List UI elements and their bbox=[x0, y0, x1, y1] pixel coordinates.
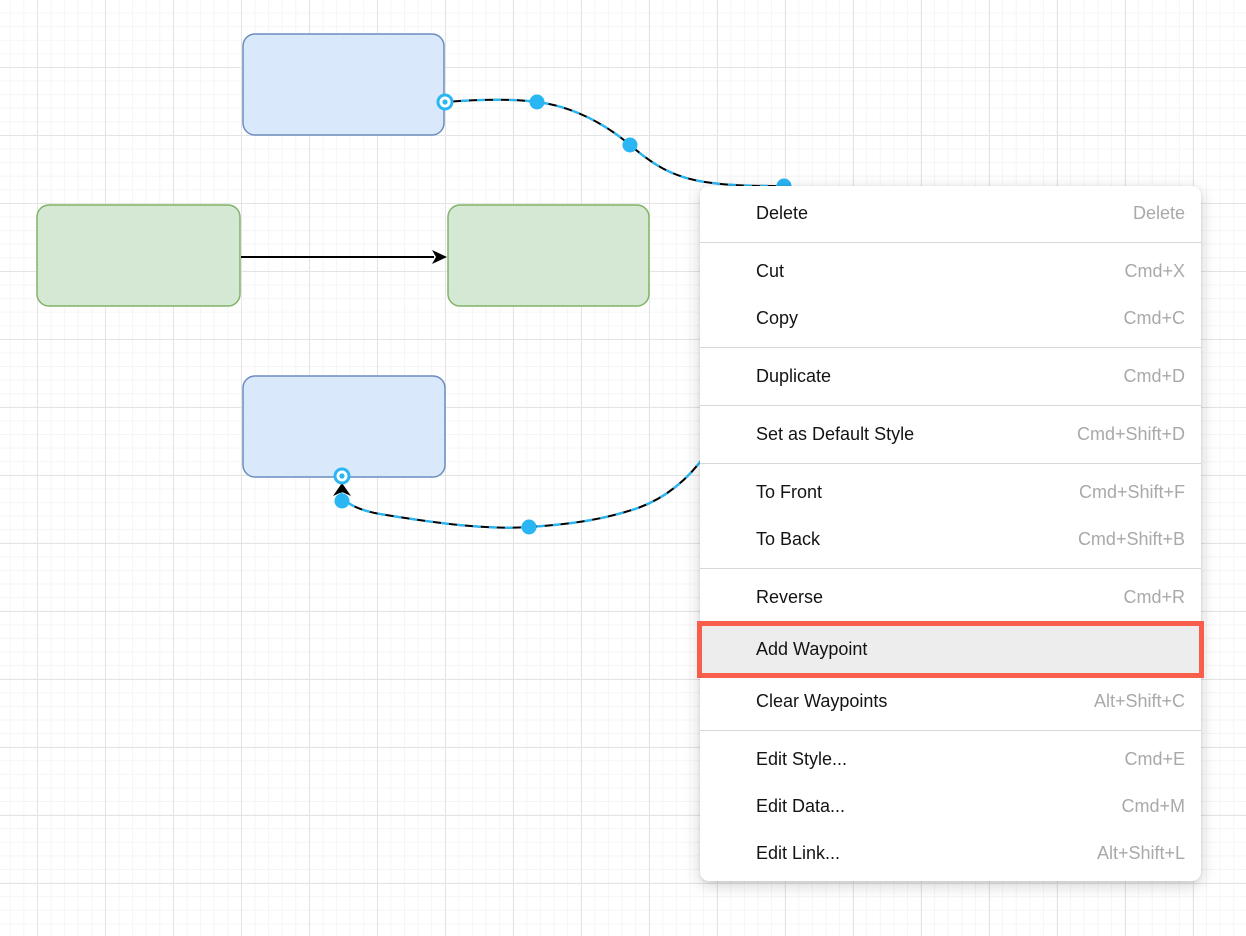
node-green-left[interactable] bbox=[36, 204, 241, 307]
menu-item-label: Add Waypoint bbox=[756, 639, 868, 659]
menu-item-shortcut: Delete bbox=[1132, 203, 1185, 223]
menu-item-label: Set as Default Style bbox=[756, 424, 915, 444]
context-menu: Delete Delete Cut Cmd+X Copy Cmd+C Dupli… bbox=[697, 186, 1204, 881]
menu-item-cut[interactable]: Cut Cmd+X bbox=[700, 248, 1201, 295]
arrowhead bbox=[432, 250, 447, 264]
edge-top-selection-highlight[interactable] bbox=[444, 98, 785, 188]
menu-item-shortcut: Cmd+Shift+D bbox=[1076, 424, 1185, 444]
menu-item-label: Edit Data... bbox=[756, 796, 846, 816]
waypoint-handle[interactable] bbox=[529, 94, 545, 110]
menu-item-shortcut: Cmd+Shift+B bbox=[1077, 529, 1185, 549]
menu-item-label: Clear Waypoints bbox=[756, 691, 888, 711]
menu-item-shortcut: Cmd+C bbox=[1123, 308, 1185, 328]
menu-item-edit-link[interactable]: Edit Link... Alt+Shift+L bbox=[700, 830, 1201, 877]
menu-item-label: Cut bbox=[756, 261, 785, 281]
menu-item-shortcut: Cmd+R bbox=[1123, 587, 1185, 607]
menu-item-shortcut: Cmd+M bbox=[1121, 796, 1185, 816]
menu-separator bbox=[700, 730, 1201, 731]
arrowhead bbox=[333, 483, 351, 496]
menu-separator bbox=[700, 463, 1201, 464]
edge-endpoint-handle-dot bbox=[339, 473, 345, 479]
menu-item-shortcut: Alt+Shift+C bbox=[1093, 691, 1185, 711]
menu-separator bbox=[700, 347, 1201, 348]
menu-item-clear-waypoints[interactable]: Clear Waypoints Alt+Shift+C bbox=[700, 678, 1201, 725]
menu-item-label: To Front bbox=[756, 482, 823, 502]
menu-item-label: To Back bbox=[756, 529, 821, 549]
waypoint-handle[interactable] bbox=[521, 519, 537, 535]
menu-item-label: Edit Style... bbox=[756, 749, 848, 769]
node-green-right[interactable] bbox=[447, 204, 650, 307]
edge-endpoint-handle-dot bbox=[442, 99, 448, 105]
menu-item-add-waypoint[interactable]: Add Waypoint bbox=[697, 621, 1204, 678]
edge-bottom-selection-highlight[interactable] bbox=[340, 453, 707, 529]
menu-separator bbox=[700, 568, 1201, 569]
menu-item-shortcut: Cmd+E bbox=[1124, 749, 1185, 769]
menu-item-delete[interactable]: Delete Delete bbox=[700, 190, 1201, 237]
menu-item-duplicate[interactable]: Duplicate Cmd+D bbox=[700, 353, 1201, 400]
menu-separator bbox=[700, 242, 1201, 243]
menu-item-label: Edit Link... bbox=[756, 843, 841, 863]
node-blue-top[interactable] bbox=[242, 33, 445, 136]
menu-item-to-front[interactable]: To Front Cmd+Shift+F bbox=[700, 469, 1201, 516]
edge-top[interactable] bbox=[444, 98, 785, 187]
menu-item-edit-data[interactable]: Edit Data... Cmd+M bbox=[700, 783, 1201, 830]
node-blue-bottom[interactable] bbox=[242, 375, 446, 478]
menu-item-set-as-default-style[interactable]: Set as Default Style Cmd+Shift+D bbox=[700, 411, 1201, 458]
menu-item-label: Duplicate bbox=[756, 366, 832, 386]
menu-item-shortcut: Cmd+X bbox=[1124, 261, 1185, 281]
menu-item-to-back[interactable]: To Back Cmd+Shift+B bbox=[700, 516, 1201, 563]
menu-item-label: Reverse bbox=[756, 587, 824, 607]
menu-item-shortcut: Cmd+Shift+F bbox=[1078, 482, 1185, 502]
waypoint-handle[interactable] bbox=[622, 137, 638, 153]
menu-item-edit-style[interactable]: Edit Style... Cmd+E bbox=[700, 736, 1201, 783]
menu-item-label: Delete bbox=[756, 203, 809, 223]
menu-item-reverse[interactable]: Reverse Cmd+R bbox=[700, 574, 1201, 621]
menu-item-shortcut: Cmd+D bbox=[1123, 366, 1185, 386]
menu-item-copy[interactable]: Copy Cmd+C bbox=[700, 295, 1201, 342]
menu-item-shortcut: Alt+Shift+L bbox=[1096, 843, 1185, 863]
waypoint-handle[interactable] bbox=[334, 493, 350, 509]
menu-separator bbox=[700, 405, 1201, 406]
menu-item-label: Copy bbox=[756, 308, 799, 328]
